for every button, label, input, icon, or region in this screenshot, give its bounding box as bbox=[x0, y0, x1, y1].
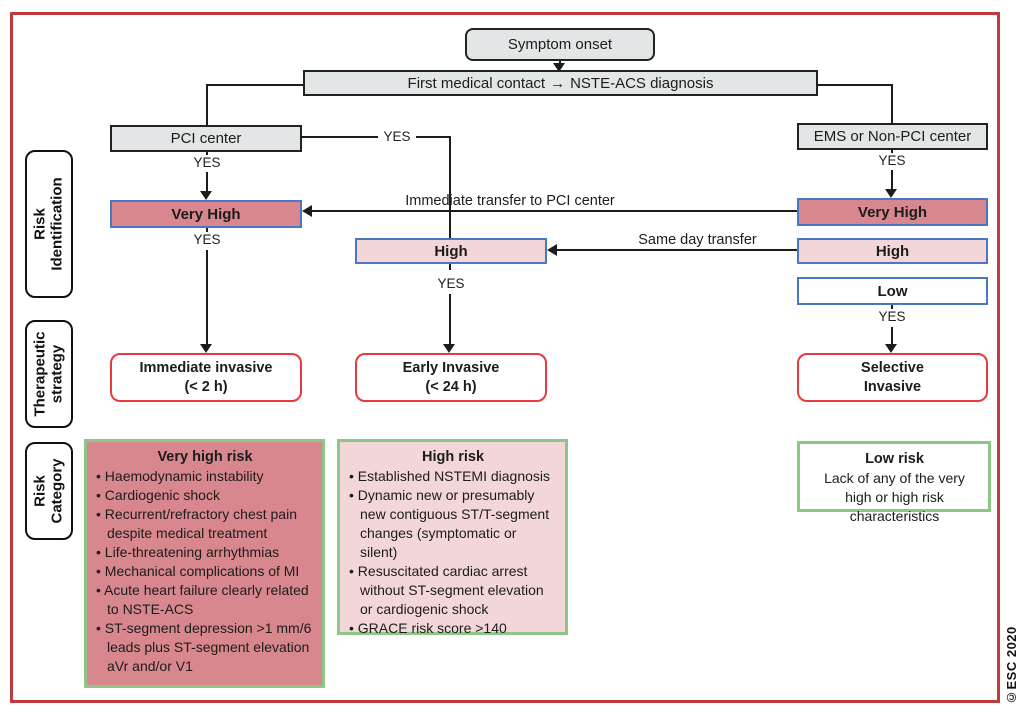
node-symptom-onset: Symptom onset bbox=[465, 28, 655, 61]
side-risk-identification-line1: Risk bbox=[32, 208, 49, 240]
strategy-immediate-invasive: Immediate invasive (< 2 h) bbox=[110, 353, 302, 402]
figure-frame bbox=[10, 12, 1000, 703]
band-very-high-right: Very High bbox=[797, 198, 988, 226]
connector-high-yes-stub bbox=[449, 264, 451, 270]
side-risk-identification-line2: Identification bbox=[49, 177, 66, 271]
node-pci-center: PCI center bbox=[110, 125, 302, 152]
risk-item: Established NSTEMI diagnosis bbox=[349, 467, 557, 486]
connector-pci-yes-stub bbox=[206, 152, 208, 155]
strategy-early-line2: (< 24 h) bbox=[425, 378, 477, 395]
risk-item: GRACE risk score >140 bbox=[349, 619, 557, 638]
connector-same-day-transfer bbox=[556, 249, 797, 251]
yes-label-mid: YES bbox=[378, 129, 416, 144]
connector-pci-to-veryhigh bbox=[206, 172, 208, 193]
strategy-early-invasive: Early Invasive (< 24 h) bbox=[355, 353, 547, 402]
side-label-therapeutic-strategy: Therapeutic strategy bbox=[25, 320, 73, 428]
strategy-selective-line2: Invasive bbox=[863, 378, 922, 395]
yes-label-pci: YES bbox=[185, 155, 229, 170]
connector-veryhigh-yes-stub bbox=[206, 228, 208, 232]
category-low-risk: Low risk Lack of any of the very high or… bbox=[797, 441, 991, 524]
connector-ems-to-veryhigh bbox=[891, 170, 893, 190]
risk-item: Acute heart failure clearly related to N… bbox=[96, 581, 314, 619]
fmc-left-label: First medical contact bbox=[407, 74, 546, 92]
node-ems-center-label: EMS or Non-PCI center bbox=[813, 128, 972, 145]
arrowhead-immediate-transfer bbox=[302, 205, 312, 217]
arrowhead-same-day-transfer bbox=[547, 244, 557, 256]
strategy-immediate-line1: Immediate invasive bbox=[139, 359, 273, 376]
arrowhead-pci-to-veryhigh bbox=[200, 191, 212, 200]
strategy-early-line1: Early Invasive bbox=[402, 359, 500, 376]
connector-pci-east-h1 bbox=[302, 136, 378, 138]
strategy-immediate-line2: (< 2 h) bbox=[184, 378, 228, 395]
category-low-title: Low risk bbox=[865, 451, 924, 467]
connector-ems-yes-stub bbox=[891, 150, 893, 153]
band-very-high-right-label: Very High bbox=[857, 203, 928, 221]
band-very-high-left-label: Very High bbox=[171, 205, 241, 223]
risk-item: Mechanical complications of MI bbox=[96, 562, 314, 581]
category-high-title: High risk bbox=[421, 449, 485, 465]
connector-pci-east-h2 bbox=[416, 136, 451, 138]
arrowhead-high-to-early bbox=[443, 344, 455, 353]
band-low-right: Low bbox=[797, 277, 988, 305]
yes-label-veryhigh-left: YES bbox=[185, 232, 229, 247]
side-risk-category-line2: Category bbox=[49, 458, 66, 524]
yes-label-ems: YES bbox=[870, 153, 914, 168]
same-day-transfer-label: Same day transfer bbox=[638, 232, 757, 248]
side-label-risk-identification: Risk Identification bbox=[25, 150, 73, 298]
node-first-medical-contact: First medical contact → NSTE-ACS diagnos… bbox=[303, 70, 818, 96]
arrowhead-veryhigh-to-immediate bbox=[200, 344, 212, 353]
band-low-right-label: Low bbox=[877, 282, 908, 300]
node-symptom-onset-label: Symptom onset bbox=[507, 36, 613, 53]
connector-low-yes-stub bbox=[891, 305, 893, 309]
connector-immediate-transfer bbox=[311, 210, 797, 212]
connector-fmc-to-pci-h bbox=[206, 84, 303, 86]
risk-item: Dynamic new or presumably new contiguous… bbox=[349, 486, 557, 562]
connector-veryhigh-to-immediate bbox=[206, 250, 208, 346]
right-arrow-icon: → bbox=[550, 74, 566, 92]
node-pci-center-label: PCI center bbox=[170, 130, 242, 147]
risk-item: Life-threatening arrhythmias bbox=[96, 543, 314, 562]
arrowhead-low-to-selective bbox=[885, 344, 897, 353]
risk-item: Cardiogenic shock bbox=[96, 486, 314, 505]
category-high-list: Established NSTEMI diagnosis Dynamic new… bbox=[349, 467, 557, 638]
strategy-selective-invasive: Selective Invasive bbox=[797, 353, 988, 402]
band-high-mid: High bbox=[355, 238, 547, 264]
yes-label-high-mid: YES bbox=[429, 276, 473, 291]
category-very-high-title: Very high risk bbox=[157, 449, 253, 465]
arrowhead-symptom-to-fmc bbox=[553, 63, 565, 72]
fmc-right-label: NSTE-ACS diagnosis bbox=[570, 74, 714, 92]
side-therapeutic-strategy-line1: Therapeutic bbox=[32, 331, 49, 417]
category-very-high-risk: Very high risk Haemodynamic instability … bbox=[84, 439, 325, 688]
side-therapeutic-strategy-line2: strategy bbox=[49, 344, 66, 404]
arrowhead-ems-to-veryhigh bbox=[885, 189, 897, 198]
side-label-risk-category: Risk Category bbox=[25, 442, 73, 540]
risk-item: Haemodynamic instability bbox=[96, 467, 314, 486]
risk-item: Recurrent/refractory chest pain despite … bbox=[96, 505, 314, 543]
connector-mid-to-high bbox=[449, 136, 451, 238]
strategy-selective-line1: Selective bbox=[861, 359, 924, 376]
band-high-right: High bbox=[797, 238, 988, 264]
risk-item: ST-segment depression >1 mm/6 leads plus… bbox=[96, 619, 314, 676]
connector-fmc-to-ems-v bbox=[891, 84, 893, 123]
yes-label-low: YES bbox=[870, 309, 914, 324]
copyright-label: ©ESC 2020 bbox=[1004, 626, 1019, 705]
node-ems-center: EMS or Non-PCI center bbox=[797, 123, 988, 150]
band-very-high-left: Very High bbox=[110, 200, 302, 228]
immediate-transfer-label: Immediate transfer to PCI center bbox=[405, 193, 615, 209]
band-high-right-label: High bbox=[875, 242, 910, 260]
connector-low-to-selective bbox=[891, 327, 893, 346]
side-risk-category-line1: Risk bbox=[32, 475, 49, 507]
category-high-risk: High risk Established NSTEMI diagnosis D… bbox=[337, 439, 568, 638]
category-very-high-list: Haemodynamic instability Cardiogenic sho… bbox=[96, 467, 314, 676]
connector-fmc-to-ems-h bbox=[818, 84, 893, 86]
connector-fmc-to-pci-v bbox=[206, 84, 208, 125]
band-high-mid-label: High bbox=[434, 242, 468, 260]
category-low-text: Lack of any of the very high or high ris… bbox=[824, 470, 965, 524]
connector-high-to-early bbox=[449, 294, 451, 346]
risk-item: Resuscitated cardiac arrest without ST-s… bbox=[349, 562, 557, 619]
